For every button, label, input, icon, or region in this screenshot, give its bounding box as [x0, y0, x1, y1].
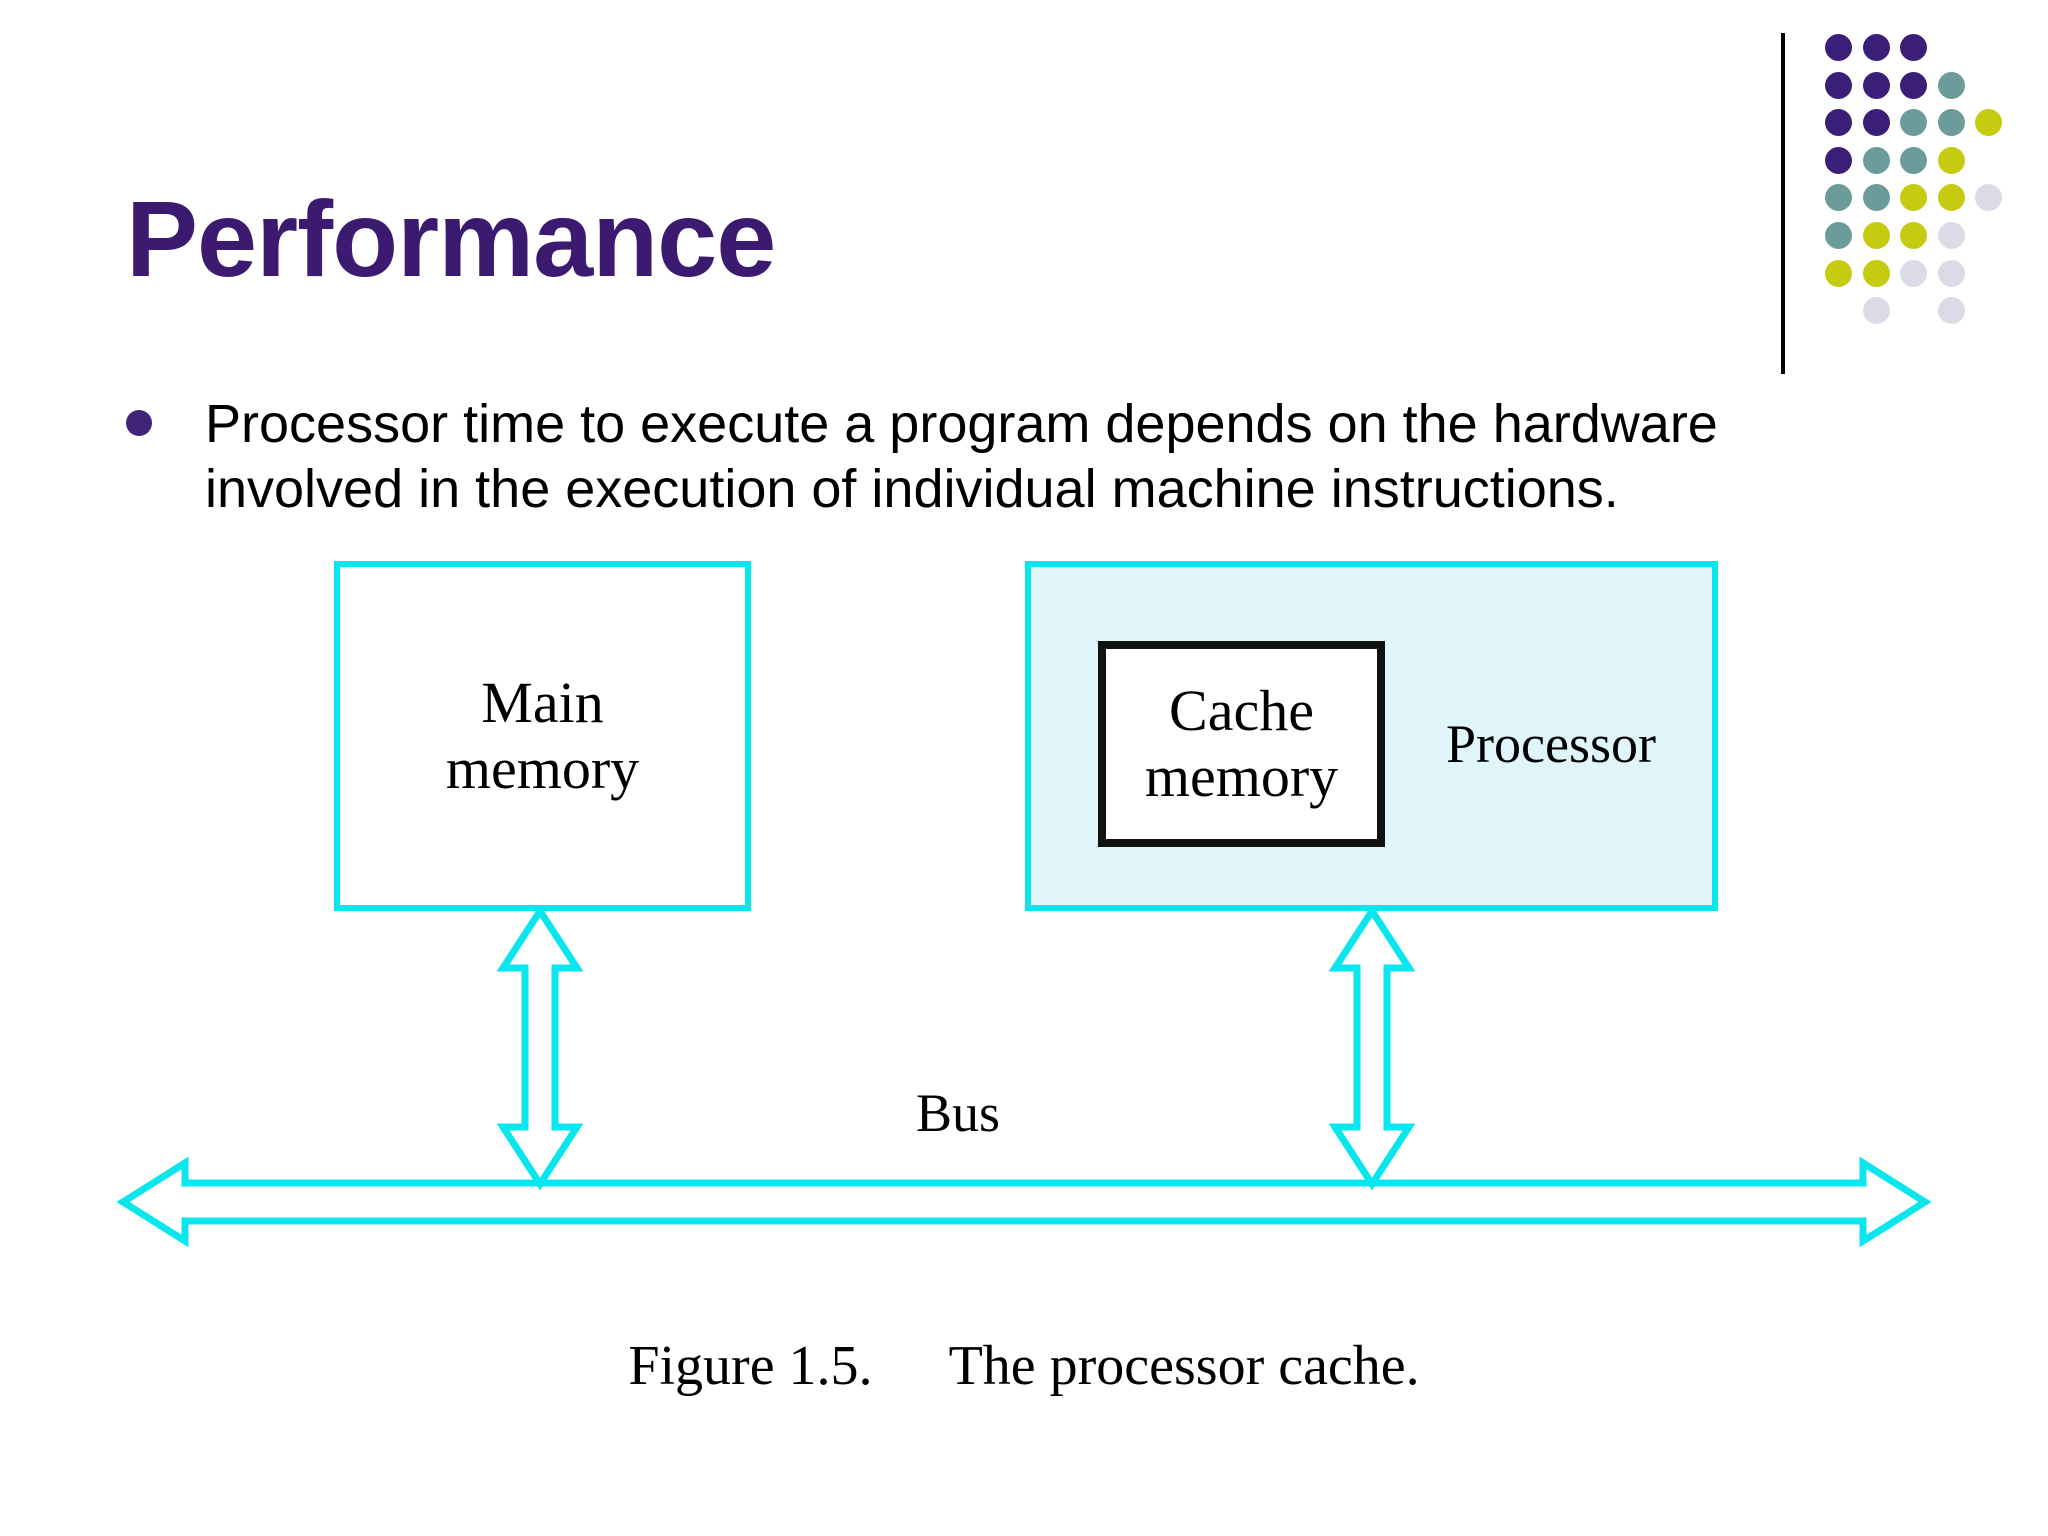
main-memory-label-line1: Main: [481, 669, 604, 735]
bus-arrow: [116, 1156, 1932, 1248]
decorative-dot: [1937, 297, 1965, 325]
decorative-dot: [1825, 259, 1852, 287]
decorative-dot: [1900, 34, 1927, 61]
bullet-item: Processor time to execute a program depe…: [126, 392, 1886, 522]
decorative-dots: [1825, 34, 2045, 354]
decorative-dot: [1937, 109, 1965, 137]
decorative-dot: [1825, 71, 1852, 99]
processor-label: Processor: [1446, 714, 1656, 774]
decorative-dot: [1825, 146, 1852, 174]
decorative-dot: [1975, 184, 2002, 212]
decorative-dot: [1862, 71, 1890, 99]
slide-title: Performance: [126, 178, 776, 299]
decorative-dot: [1900, 71, 1927, 99]
decorative-dot: [1900, 222, 1927, 249]
decorative-dot: [1862, 222, 1890, 249]
cache-memory-label-line2: memory: [1144, 744, 1339, 809]
cache-memory-label-line1: Cache: [1169, 677, 1314, 743]
decorative-dot: [1862, 184, 1890, 212]
figure-caption: Figure 1.5. The processor cache.: [0, 1338, 2048, 1394]
decorative-dot: [1862, 297, 1890, 325]
bullet-text: Processor time to execute a program depe…: [205, 394, 1718, 519]
processor-bus-arrow: [1328, 904, 1416, 1191]
decorative-dot: [1862, 259, 1890, 287]
decorative-dot: [1937, 71, 1965, 99]
bus-label: Bus: [916, 1083, 1001, 1143]
decorative-vertical-line: [1781, 33, 1785, 374]
decorative-dot: [1937, 146, 1965, 174]
memory-bus-arrow: [496, 904, 584, 1191]
bullet-marker-icon: [126, 410, 152, 436]
decorative-dot: [1900, 109, 1927, 137]
processor-box: Cache memory Processor: [1025, 561, 1718, 911]
decorative-dot: [1937, 184, 1965, 212]
decorative-dot: [1900, 259, 1927, 287]
decorative-dot: [1862, 34, 1890, 61]
decorative-dot: [1937, 222, 1965, 249]
figure-number: Figure 1.5.: [628, 1335, 873, 1397]
decorative-dot: [1862, 146, 1890, 174]
decorative-dot: [1900, 184, 1927, 212]
decorative-dot: [1937, 259, 1965, 287]
decorative-dot: [1900, 146, 1927, 174]
decorative-dot: [1825, 184, 1852, 212]
decorative-dot: [1825, 34, 1852, 61]
decorative-dot: [1975, 109, 2002, 137]
decorative-dot: [1862, 109, 1890, 137]
decorative-dot: [1825, 222, 1852, 249]
main-memory-box: Main memory: [334, 561, 751, 911]
figure-caption-text: The processor cache.: [948, 1335, 1420, 1397]
cache-memory-box: Cache memory: [1098, 641, 1385, 847]
main-memory-label-line2: memory: [445, 736, 640, 801]
decorative-dot: [1825, 109, 1852, 137]
